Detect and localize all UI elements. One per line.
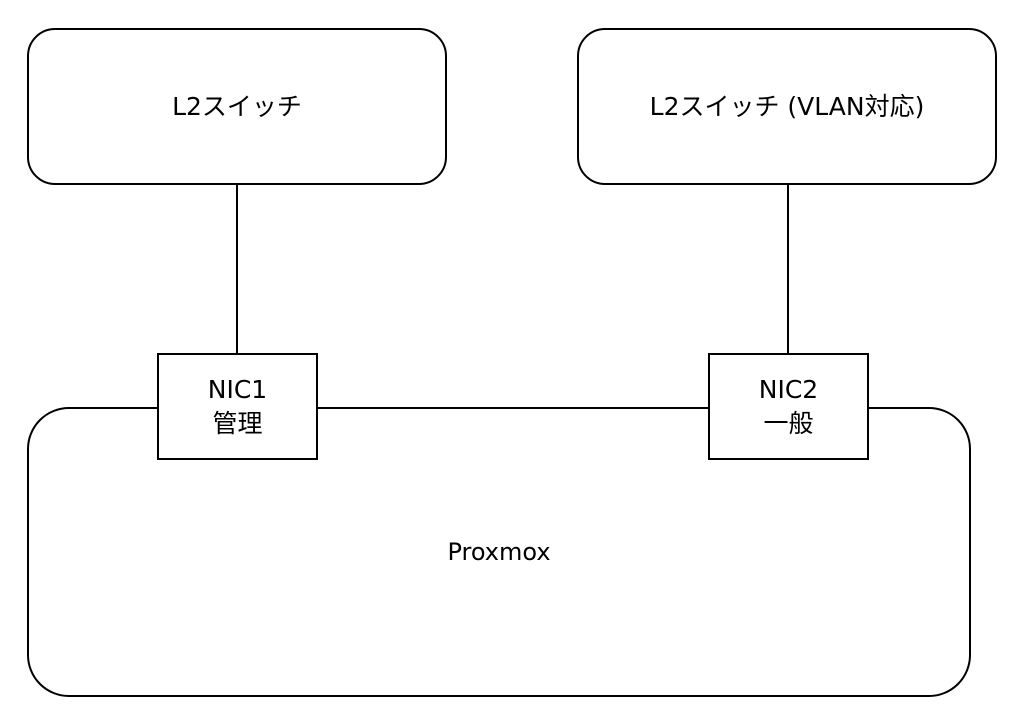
nic1-node: NIC1 管理 bbox=[157, 353, 318, 460]
nic2-role: 一般 bbox=[763, 408, 814, 438]
nic2-name: NIC2 bbox=[758, 374, 819, 404]
nic1-role: 管理 bbox=[212, 408, 263, 438]
l2-switch-vlan-label: L2スイッチ (VLAN対応) bbox=[649, 91, 925, 121]
nic1-name: NIC1 bbox=[207, 374, 268, 404]
l2-switch-vlan-node: L2スイッチ (VLAN対応) bbox=[577, 28, 997, 185]
l2-switch-label: L2スイッチ bbox=[172, 91, 302, 121]
switch-left-to-nic1-link bbox=[236, 184, 238, 354]
l2-switch-node: L2スイッチ bbox=[27, 28, 447, 185]
switch-right-to-nic2-link bbox=[787, 184, 789, 354]
proxmox-label: Proxmox bbox=[447, 537, 551, 566]
nic2-node: NIC2 一般 bbox=[708, 353, 869, 460]
